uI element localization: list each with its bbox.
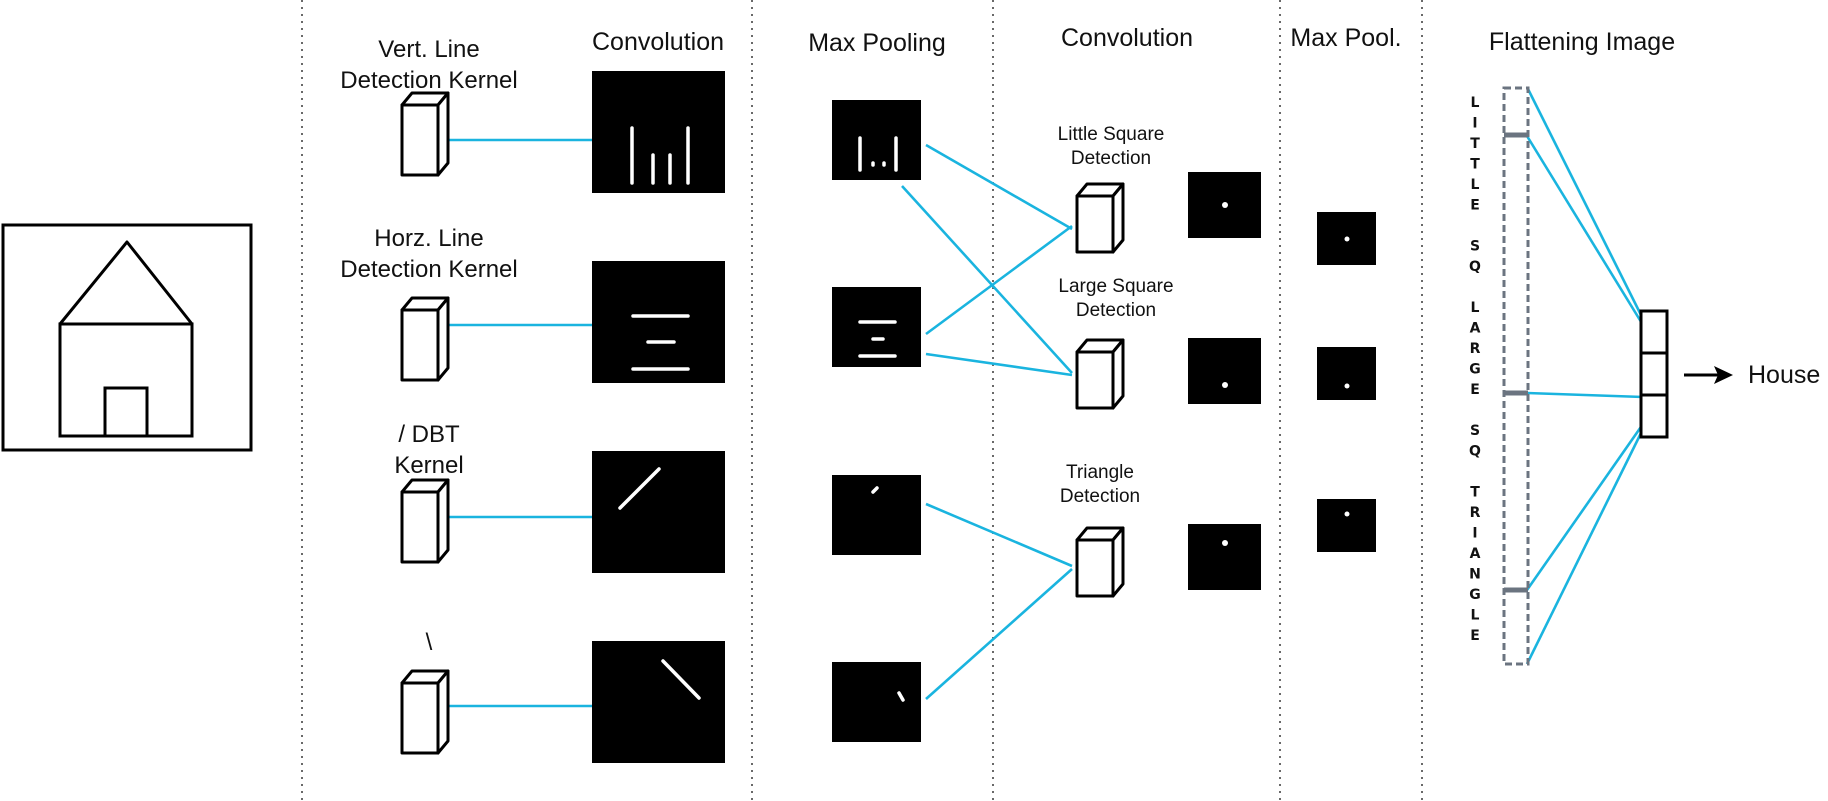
flatten-letter: T [1470,485,1480,501]
conv2-feature-map-large-square [1188,338,1261,404]
flatten-letter: E [1470,628,1480,644]
flatten-letter: R [1470,505,1481,521]
flatten-letter: T [1470,136,1480,152]
output-label-house: House [1748,361,1820,389]
kernel-label-vertical-2: Detection Kernel [340,67,517,94]
header-convolution-1: Convolution [592,28,724,56]
flatten-dashed-box [1502,86,1530,666]
conv1-feature-map-diagonal-down [592,641,725,763]
conv1-feature-map-vertical [592,71,725,193]
header-flattening-image: Flattening Image [1489,28,1675,56]
pool1-feature-map-diagonal-down [832,662,921,742]
pool1-feature-map-horizontal [832,287,921,367]
kernel-label-dbt-1: / DBT [398,421,460,448]
flatten-letter: E [1470,382,1480,398]
flatten-letter: A [1470,321,1481,337]
connector-pool-vertical-to-large [901,185,1073,374]
detector-cube-icon [1075,338,1125,410]
kernel-label-horizontal-1: Horz. Line [374,225,483,252]
flatten-letter: G [1469,362,1481,378]
detector-label-triangle-1: Triangle [1066,462,1134,483]
flatten-letter: R [1470,341,1481,357]
header-max-pool-2: Max Pool. [1290,24,1401,52]
dense-node-3 [1639,393,1669,439]
flatten-letter: I [1472,526,1477,542]
connector-flatten-3 [1526,391,1644,399]
detector-label-triangle-2: Detection [1060,486,1140,507]
connector-pool-diag-down-to-triangle [925,568,1073,700]
dense-node-2 [1639,351,1669,397]
header-max-pooling-1: Max Pooling [808,29,946,57]
flatten-letter: I [1472,116,1477,132]
kernel-label-dbt-2: Kernel [394,452,463,479]
flatten-connectors [1525,86,1645,665]
conv1-feature-map-diagonal-up [592,451,725,573]
detector-label-little-1: Little Square [1058,124,1165,145]
pool2-feature-map-large-square [1317,347,1376,400]
flatten-letter: Q [1469,259,1481,275]
header-convolution-2: Convolution [1061,24,1193,52]
connector-pool-diag-up-to-triangle [925,502,1073,568]
column-separators [301,0,1423,801]
detector-cube-icon [1075,182,1125,254]
kernel-cube-icon [400,91,450,177]
flatten-letter: G [1469,587,1481,603]
flatten-letter: N [1469,567,1481,583]
conv2-feature-map-triangle [1188,524,1261,590]
connector-flatten-1 [1525,86,1645,320]
pool-to-detector-connectors [901,143,1073,700]
detector-label-large-1: Large Square [1058,276,1173,297]
flatten-letter: S [1470,423,1480,439]
kernel-cube-icon [400,478,450,564]
connector-pool-horizontal-to-little [925,224,1073,336]
input-frame [1,223,253,452]
output-arrow-icon [1684,366,1733,384]
dense-layer [1639,309,1669,439]
pool2-feature-map-little-square [1317,212,1376,265]
kernel-label-horizontal-2: Detection Kernel [340,256,517,283]
flatten-letter: A [1470,546,1481,562]
kernel-cube-icon [400,669,450,755]
connector-flatten-5 [1525,428,1645,665]
input-house-image [1,223,253,452]
kernel-label-backslash: \ [426,629,433,656]
flatten-letter: L [1471,95,1480,111]
kernel-connectors [449,138,593,708]
flatten-vector [1502,86,1530,666]
connector-flatten-4 [1525,423,1645,591]
pool1-feature-map-diagonal-up [832,475,921,555]
house-door [103,386,149,438]
dense-node-1 [1639,309,1669,355]
detector-label-large-2: Detection [1076,300,1156,321]
flatten-letter: L [1471,608,1480,624]
connector-pool-horizontal-to-large [925,352,1073,377]
kernel-cube-icon [400,296,450,382]
connector-flatten-2 [1525,135,1645,326]
conv1-feature-map-horizontal [592,261,725,383]
flatten-letter: L [1471,177,1480,193]
conv2-feature-map-little-square [1188,172,1261,238]
detector-label-little-2: Detection [1071,148,1151,169]
pool2-feature-map-triangle [1317,499,1376,552]
flatten-letter: E [1470,198,1480,214]
flatten-letter: Q [1469,444,1481,460]
connector-pool-vertical-to-little [925,143,1073,231]
flatten-letter: L [1471,300,1480,316]
kernel-label-vertical-1: Vert. Line [378,36,479,63]
pool1-feature-map-vertical [832,100,921,180]
detector-cube-icon [1075,526,1125,598]
flatten-letter: S [1470,239,1480,255]
flatten-letter: T [1470,157,1480,173]
